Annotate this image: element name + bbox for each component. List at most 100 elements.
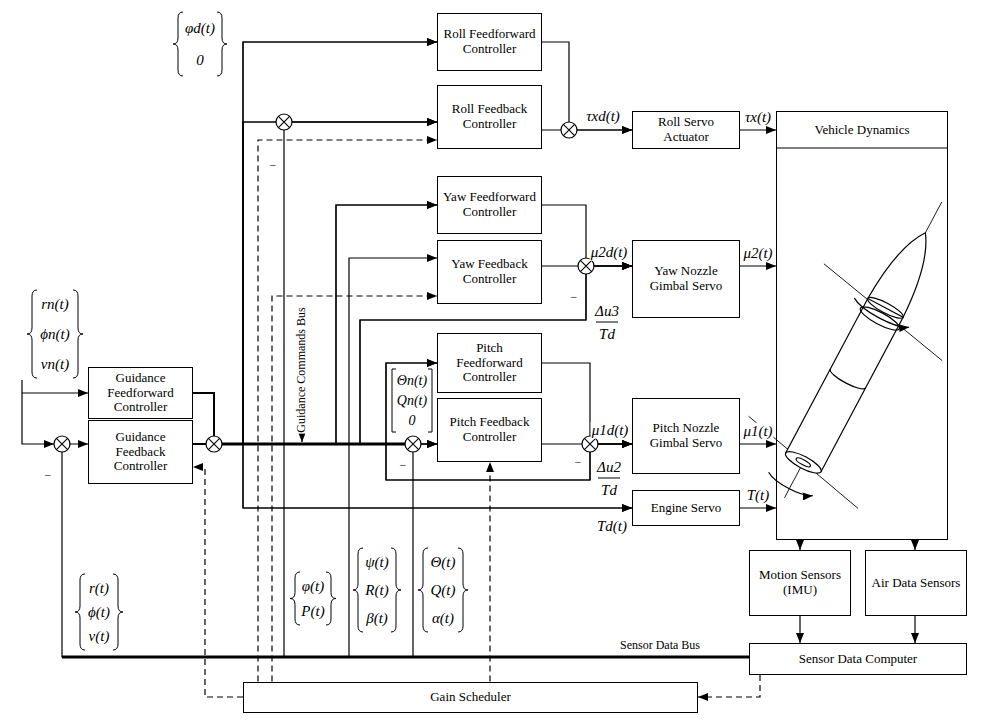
box-label: Engine Servo	[651, 501, 721, 516]
signal-label: −	[399, 459, 408, 472]
signal-label: Θn(t)	[396, 373, 428, 388]
signal-label: τx(t)	[744, 109, 772, 126]
box-label: Roll Feedback Controller	[442, 102, 537, 132]
signal-line	[740, 507, 776, 508]
bracket	[428, 369, 432, 432]
signal-line	[193, 363, 437, 444]
signal-label: Δu2	[596, 459, 622, 476]
header-rule	[776, 148, 948, 149]
junction-cross	[580, 260, 591, 271]
signal-line	[740, 443, 776, 444]
box-label: Guidance Feedforward Controller	[93, 371, 188, 416]
junction-cross	[278, 116, 289, 127]
sensor-bus	[62, 656, 749, 659]
box-label: Roll Feedforward Controller	[442, 27, 537, 57]
brace	[173, 12, 183, 76]
signal-label: r(t)	[88, 580, 110, 597]
summing-junction	[405, 436, 421, 452]
signal-line	[193, 205, 437, 444]
signal-line	[193, 266, 632, 444]
signal-label: Td(t)	[596, 518, 628, 535]
signal-line	[542, 205, 632, 266]
junction-circle	[54, 436, 70, 452]
signal-label: τxd(t)	[585, 108, 621, 125]
servo-box: Engine Servo	[632, 490, 740, 526]
signal-label: μ2d(t)	[590, 244, 629, 261]
box-label: Pitch Nozzle Gimbal Servo	[637, 421, 735, 451]
signal-line	[413, 444, 749, 657]
junction-cross	[563, 124, 574, 135]
signal-line	[193, 42, 437, 444]
brace	[326, 572, 336, 625]
signal-label: Δu3	[594, 303, 620, 320]
signal-line	[193, 122, 437, 444]
signal-line	[542, 42, 632, 130]
signal-line	[284, 122, 749, 657]
controller-box: Guidance Feedback Controller	[88, 420, 193, 484]
brace	[418, 548, 428, 632]
junction-cross	[407, 438, 418, 449]
box-label: Yaw Feedforward Controller	[442, 190, 537, 220]
signal-line	[193, 42, 437, 444]
schedule-link	[698, 675, 760, 697]
signal-line	[193, 363, 437, 444]
schedule-link	[489, 462, 490, 682]
schedule-link	[272, 296, 437, 682]
schedule-link	[258, 140, 437, 682]
input-line	[22, 380, 54, 444]
controller-box: Roll Feedforward Controller	[437, 13, 542, 71]
brace	[73, 290, 83, 378]
summing-junction	[54, 436, 70, 452]
bus-name: Guidance Commands Bus	[295, 306, 308, 433]
controller-box: Pitch Feedforward Controller	[437, 333, 542, 393]
brace	[27, 290, 37, 378]
signal-line	[799, 540, 800, 550]
signal-line	[193, 205, 437, 444]
box-label: Yaw Nozzle Gimbal Servo	[637, 264, 735, 294]
junction-circle	[405, 436, 421, 452]
signal-line	[740, 265, 776, 266]
signal-label: φd(t)	[184, 20, 216, 37]
brace	[458, 548, 468, 632]
controller-box: Roll Feedback Controller	[437, 85, 542, 149]
box-label: Motion Sensors (IMU)	[754, 568, 846, 598]
signal-label: vn(t)	[40, 356, 70, 373]
signal-label: ϕn(t)	[39, 326, 70, 343]
computer-box: Sensor Data Computer	[749, 643, 967, 675]
box-label: Roll Servo Actuator	[637, 115, 735, 145]
signal-line	[193, 122, 437, 444]
box-label: Pitch Feedforward Controller	[442, 341, 537, 386]
junction-circle	[276, 114, 292, 130]
box-label: Vehicle Dynamics	[815, 112, 910, 148]
signal-label: R(t)	[364, 582, 389, 599]
fraction-bar	[596, 322, 618, 323]
servo-box: Roll Servo Actuator	[632, 111, 740, 149]
schedule-link	[193, 467, 243, 697]
brace	[391, 548, 401, 632]
sensor-box: Air Data Sensors	[865, 550, 967, 616]
junction-circle	[582, 436, 598, 452]
signal-label: Θ(t)	[430, 554, 457, 571]
signal-label: μ1(t)	[742, 423, 773, 440]
signal-label: −	[574, 456, 583, 469]
fraction-bar	[598, 478, 620, 479]
box-label: Guidance Feedback Controller	[93, 430, 188, 475]
signal-label: rn(t)	[40, 296, 70, 313]
controller-box: Yaw Feedback Controller	[437, 240, 542, 304]
summing-junction	[206, 436, 222, 452]
controller-box: Pitch Feedback Controller	[437, 398, 542, 462]
signal-label: μ2(t)	[742, 245, 773, 262]
brace	[113, 574, 123, 650]
summing-junction	[582, 436, 598, 452]
signal-label: β(t)	[365, 610, 389, 627]
signal-label: μ1d(t)	[591, 422, 630, 439]
summing-junction	[578, 258, 594, 274]
signal-label: Td	[598, 326, 616, 343]
plant-box: Vehicle Dynamics	[776, 111, 948, 540]
signal-line	[914, 540, 915, 550]
signal-label: 0	[195, 52, 205, 69]
brace	[290, 572, 300, 625]
junction-circle	[578, 258, 594, 274]
signal-label: −	[44, 469, 53, 482]
box-label: Gain Scheduler	[430, 690, 511, 705]
